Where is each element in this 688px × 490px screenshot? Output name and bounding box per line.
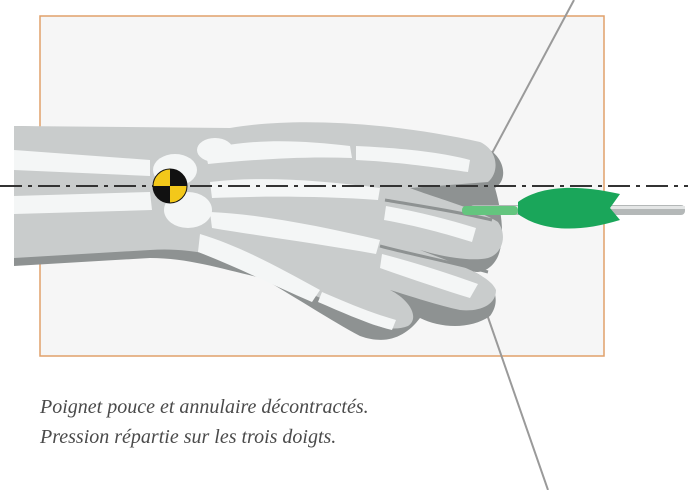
crash-test-target-icon <box>153 169 187 203</box>
caption-line-2: Pression répartie sur les trois doigts. <box>40 426 336 449</box>
arrow-nock <box>462 206 518 215</box>
caption-line-1: Poignet pouce et annulaire décontractés. <box>40 396 369 419</box>
